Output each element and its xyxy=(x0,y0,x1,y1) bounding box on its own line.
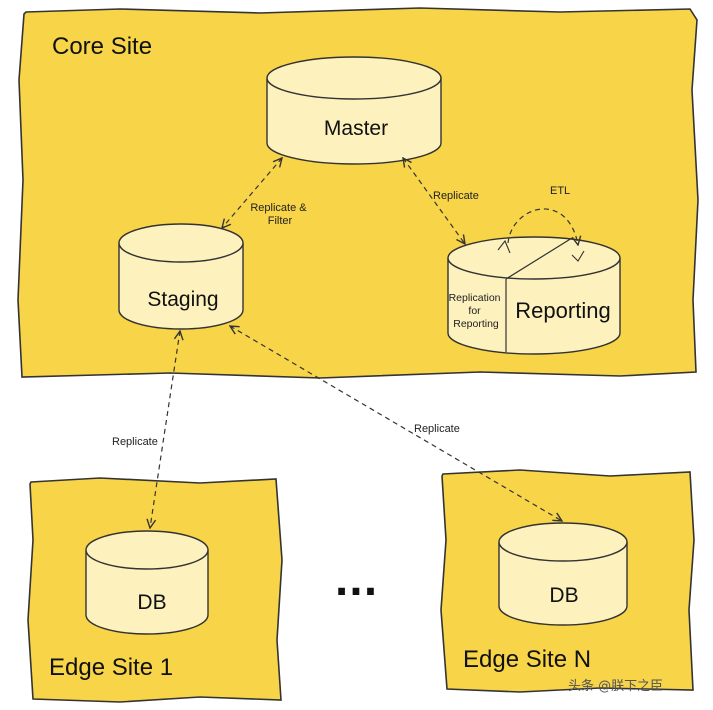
edge1-database: DB xyxy=(85,530,209,635)
master-to-staging-arrow xyxy=(222,158,282,228)
replicate-filter-line-2: Filter xyxy=(268,215,293,227)
staging-to-edgen-arrow xyxy=(230,326,562,521)
master-label: Master xyxy=(324,117,388,140)
master-database: Master xyxy=(266,56,442,165)
etl-tick-left xyxy=(497,239,511,254)
staging-database: Staging xyxy=(118,223,244,330)
etl-label: ETL xyxy=(550,185,570,197)
replication-line-2: for xyxy=(468,305,481,317)
replicate-edge1-label: Replicate xyxy=(112,436,158,448)
staging-to-edge1-arrow xyxy=(150,331,180,528)
reporting-database: Reporting Replication for Reporting xyxy=(447,236,621,355)
replication-line-1: Replication xyxy=(449,292,501,304)
edge1-db-label: DB xyxy=(137,591,166,614)
reporting-partition-top xyxy=(505,237,573,280)
replication-line-3: Reporting xyxy=(453,318,499,330)
core-site-title: Core Site xyxy=(52,33,152,60)
staging-label: Staging xyxy=(147,288,218,311)
etl-loop-arrow xyxy=(507,208,578,245)
replicate-filter-label: Replicate & Filter xyxy=(250,202,309,227)
reporting-label: Reporting xyxy=(515,298,610,323)
edgen-database: DB xyxy=(498,522,628,626)
replicate-reporting-label: Replicate xyxy=(433,190,479,202)
replicate-edgen-label: Replicate xyxy=(414,423,460,435)
watermark: 头条 @朕下之臣 xyxy=(568,678,663,694)
replicate-filter-line-1: Replicate & xyxy=(250,202,307,214)
edge-site-n-title: Edge Site N xyxy=(463,646,591,673)
edge-site-1-title: Edge Site 1 xyxy=(49,654,173,681)
edgen-db-label: DB xyxy=(549,584,578,607)
ellipsis: ... xyxy=(334,560,377,604)
etl-tick-right xyxy=(571,250,585,262)
